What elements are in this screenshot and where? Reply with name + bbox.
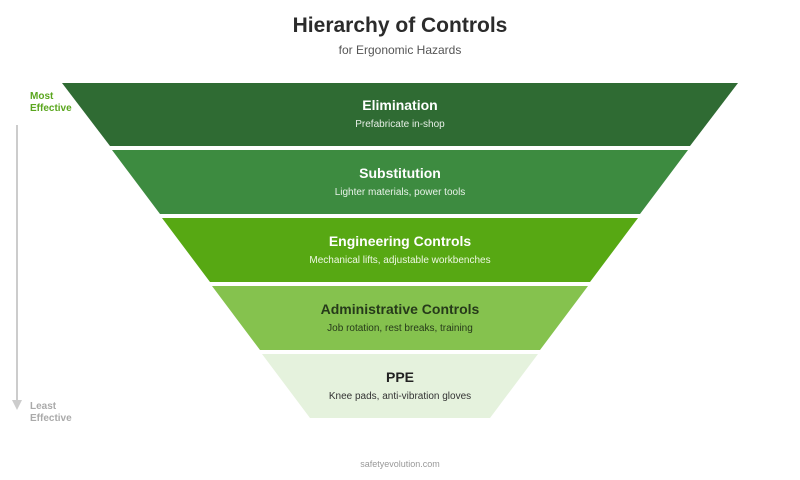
level-2-shape (112, 150, 688, 214)
diagram-title: Hierarchy of Controls (292, 14, 508, 37)
level-elimination: Elimination Prefabricate in-shop (0, 97, 800, 130)
most-label: Most (30, 91, 54, 102)
level-description: Job rotation, rest breaks, training (327, 323, 473, 334)
source-footer: safetyevolution.com (360, 459, 440, 469)
level-1-shape (62, 83, 738, 146)
effective-label-bottom: Effective (30, 413, 72, 424)
level-label: Administrative Controls (320, 301, 480, 317)
level-ppe: PPE Knee pads, anti-vibration gloves (0, 369, 800, 402)
effectiveness-arrow-head (12, 400, 22, 410)
least-label: Least (30, 401, 57, 412)
level-description: Knee pads, anti-vibration gloves (328, 391, 472, 402)
level-label: Substitution (359, 165, 441, 181)
least-effective-label: Least Effective (30, 401, 72, 425)
level-label: PPE (385, 369, 414, 385)
level-3-shape (162, 218, 638, 282)
effective-label-top: Effective (30, 103, 72, 114)
level-administrative-controls: Administrative Controls Job rotation, re… (0, 301, 800, 334)
level-substitution: Substitution Lighter materials, power to… (0, 165, 800, 198)
diagram-subtitle: for Ergonomic Hazards (338, 43, 462, 57)
level-engineering-controls: Engineering Controls Mechanical lifts, a… (0, 233, 800, 266)
level-label: Elimination (362, 97, 438, 113)
level-label: Engineering Controls (328, 233, 472, 249)
level-description: Mechanical lifts, adjustable workbenches (309, 255, 491, 266)
level-description: Prefabricate in-shop (355, 119, 445, 130)
level-description: Lighter materials, power tools (334, 187, 466, 198)
most-effective-label: Most Effective (30, 91, 72, 115)
level-4-shape (212, 286, 588, 350)
level-5-shape (262, 354, 538, 418)
